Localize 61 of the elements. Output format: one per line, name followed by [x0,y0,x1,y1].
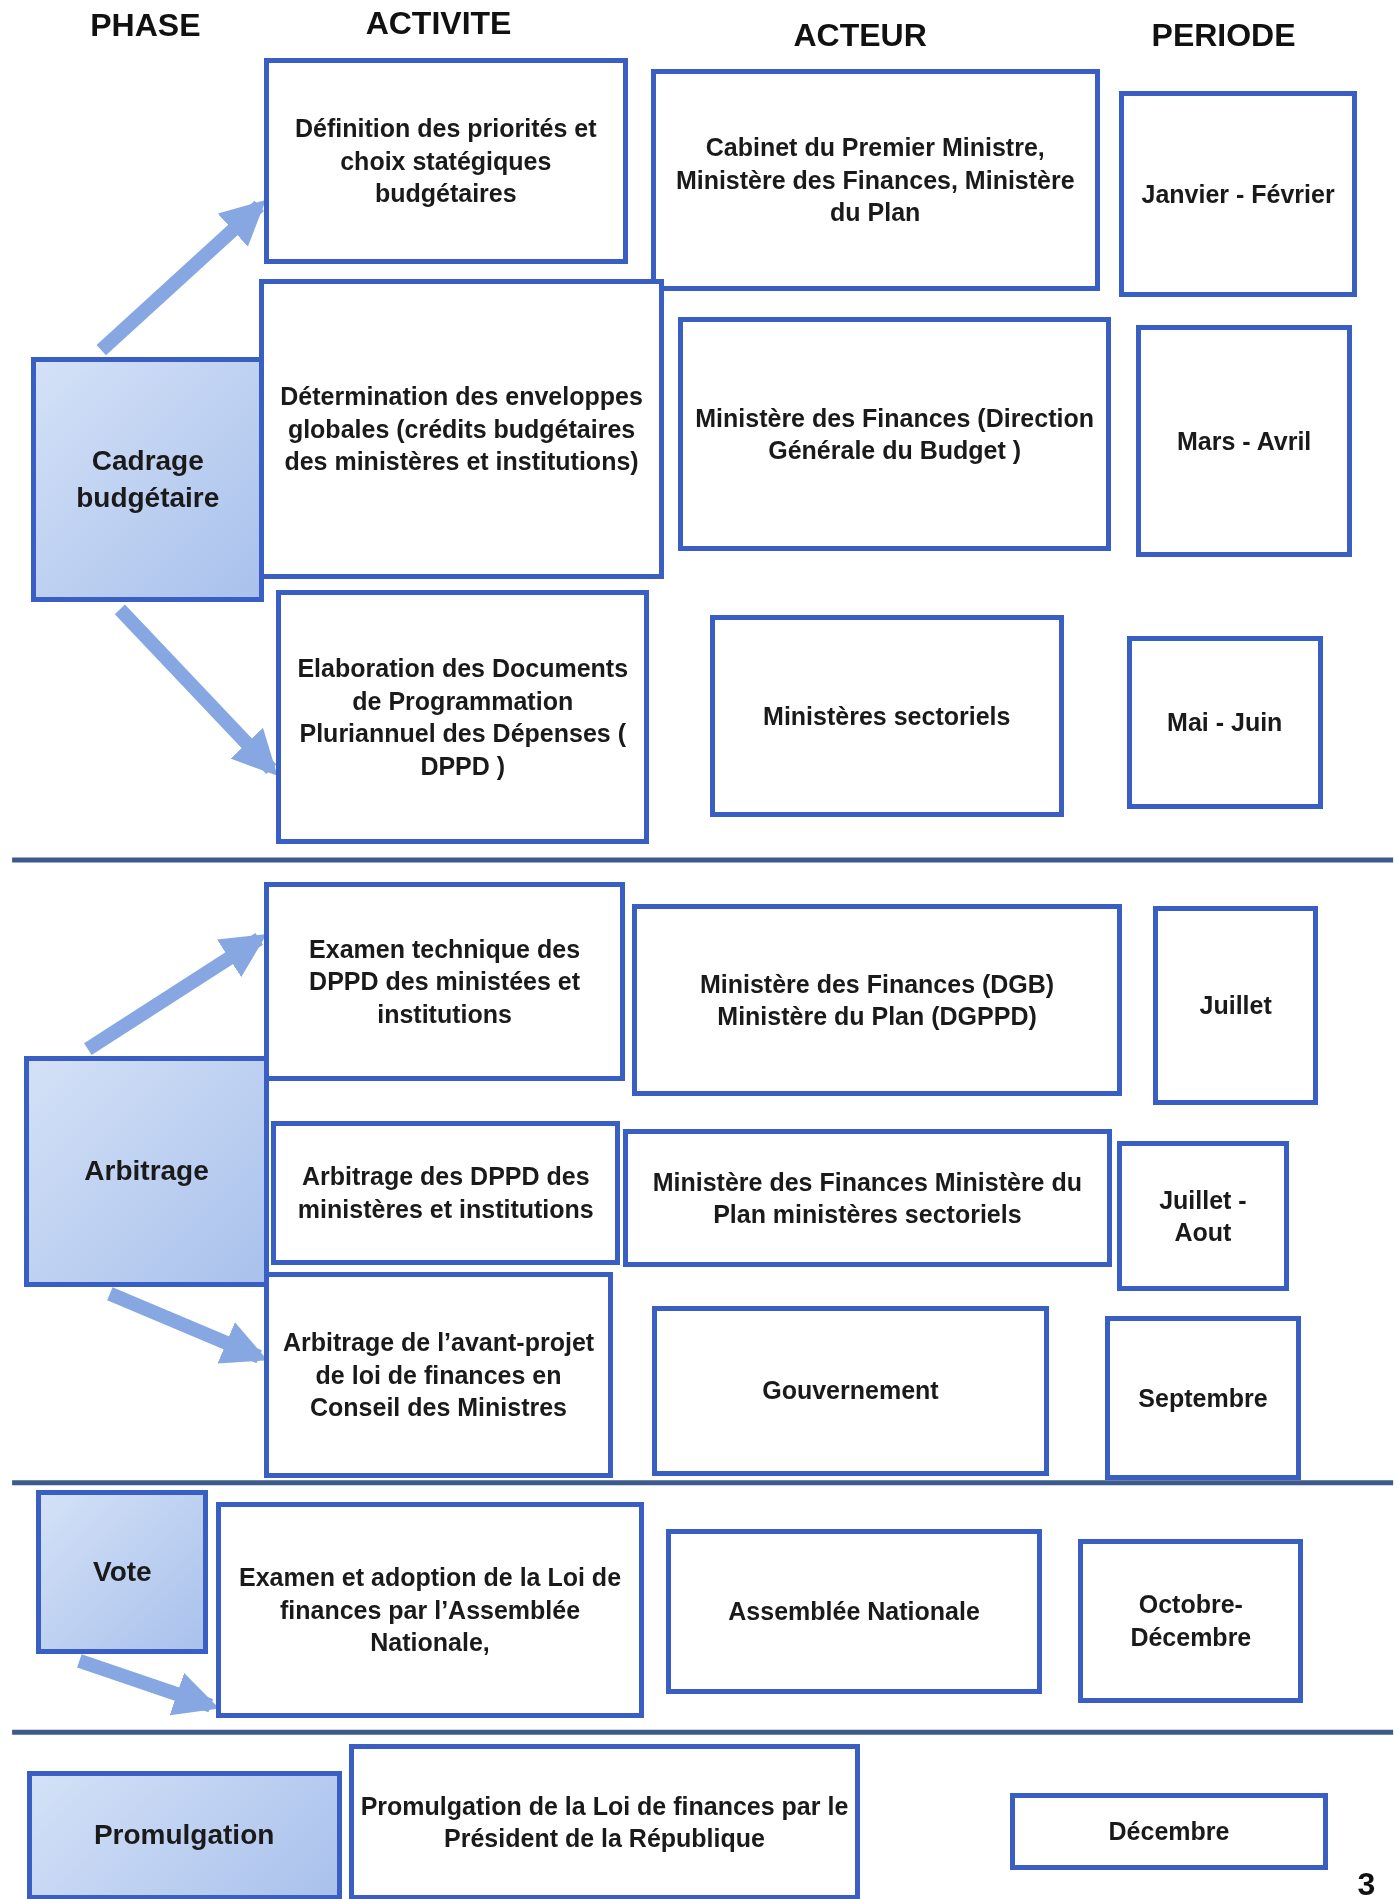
box-text: Janvier - Février [1141,178,1335,210]
box-text: Cadrage budgétaire [75,444,221,515]
box-text: Cabinet du Premier Ministre, Ministère des Finances, Ministère du Plan [674,132,1076,229]
column-header: PERIODE [1151,16,1296,54]
activity-box [632,903,1122,1097]
activity-box [264,1272,613,1478]
activity-box [215,1502,645,1718]
box-text: Elaboration des Documents de Programmation Pluriannuel des Dépenses ( DPPD ) [296,653,630,782]
activity-box [259,278,664,580]
box-text: Octobre- Décembre [1129,1589,1253,1653]
box-text: Définition des priorités et choix statégiques budgétaires [294,113,598,210]
box-text: Promulgation [93,1818,275,1853]
activity-box [1104,1315,1302,1481]
page-number: 3 [1357,1865,1376,1899]
box-text: Assemblée Nationale [728,1595,980,1627]
box-text: Détermination des enveloppes globales (crédits budgétaires des ministères et institutions) [279,381,644,478]
arrow [96,199,266,356]
box-text: Ministère des Finances Ministère du Plan ministères sectoriels [651,1166,1083,1231]
box-text: Vote [93,1554,152,1589]
phase-box [31,357,265,603]
activity-box [650,69,1100,291]
phase-box [24,1056,269,1287]
box-text: Mai - Juin [1167,707,1283,739]
box-text: Ministères sectoriels [763,700,1011,732]
activity-box [276,589,650,845]
activity-box [1126,636,1323,810]
box-text: Promulgation de la Loi de finances par le Président de la République [359,1790,850,1854]
activity-box [666,1528,1042,1694]
box-text: Arbitrage de l’avant-projet de loi de finances en Conseil des Ministres [281,1327,596,1424]
activity-box [264,881,626,1081]
activity-box [348,1744,861,1899]
arrow [114,604,278,776]
box-text: Ministère des Finances (DGB) Ministère du Plan (DGPPD) [698,968,1056,1032]
activity-box [1078,1538,1304,1704]
activity-box [1153,906,1319,1105]
phase-box [26,1771,342,1899]
box-text: Juillet - Aout [1158,1184,1248,1249]
activity-box [678,317,1111,552]
activity-box [264,58,628,265]
box-text: Juillet [1199,990,1272,1022]
box-text: Gouvernement [762,1375,939,1407]
box-text: Mars - Avril [1177,425,1312,457]
box-text: Arbitrage des DPPD des ministères et institutions [296,1161,595,1225]
column-header: PHASE [90,7,201,45]
activity-box [1116,1141,1289,1292]
activity-box [622,1129,1113,1268]
activity-box [709,615,1064,817]
activity-box [1010,1792,1328,1871]
box-text: Ministère des Finances (Direction Générale du Budget ) [694,402,1095,467]
column-header: ACTIVITE [365,4,512,42]
activity-box [1119,90,1357,297]
box-text: Septembre [1138,1382,1268,1414]
box-text: Examen et adoption de la Loi de finances par l’Assemblée Nationale, [238,1562,623,1659]
box-text: Arbitrage [84,1154,209,1189]
activity-box [1136,324,1352,558]
box-text: Décembre [1108,1816,1230,1848]
activity-box [651,1305,1050,1476]
column-header: ACTEUR [793,16,927,54]
activity-box [271,1120,621,1265]
box-text: Examen technique des DPPD des ministées et institutions [308,933,582,1030]
phase-box [36,1490,209,1654]
